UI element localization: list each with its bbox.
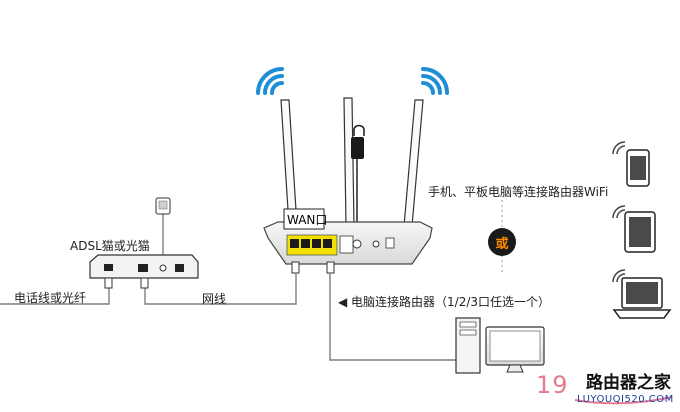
wan-port-highlight <box>283 208 325 230</box>
phone-line-label: 电话线或光纤 <box>14 291 87 305</box>
or-badge: 或 <box>488 228 516 256</box>
desktop-pc-icon <box>455 317 545 374</box>
watermark-prefix: 19 <box>536 371 569 399</box>
phone-icon <box>612 141 650 187</box>
tablet-icon <box>612 205 656 253</box>
watermark-swoosh <box>574 396 673 405</box>
modem-power-adapter-icon <box>155 197 171 215</box>
watermark-brand: 路由器之家 <box>586 373 671 393</box>
laptop-icon <box>612 269 672 319</box>
watermark-url: LUYOUQI520.COM <box>577 394 674 405</box>
router-icon <box>263 221 433 265</box>
pc-connect-label: ◀ 电脑连接路由器（1/2/3口任选一个） <box>338 295 551 309</box>
router-antennas <box>280 97 424 227</box>
wifi-devices-label: 手机、平板电脑等连接路由器WiFi <box>428 185 609 199</box>
wifi-signal-right-icon <box>421 67 449 95</box>
cables <box>0 214 456 361</box>
modem-icon <box>89 254 199 289</box>
wan-port-label: WAN口 <box>287 213 328 227</box>
modem-label: ADSL猫或光猫 <box>70 239 150 253</box>
network-cable-label: 网线 <box>202 292 227 306</box>
wifi-signal-left-icon <box>256 67 284 95</box>
